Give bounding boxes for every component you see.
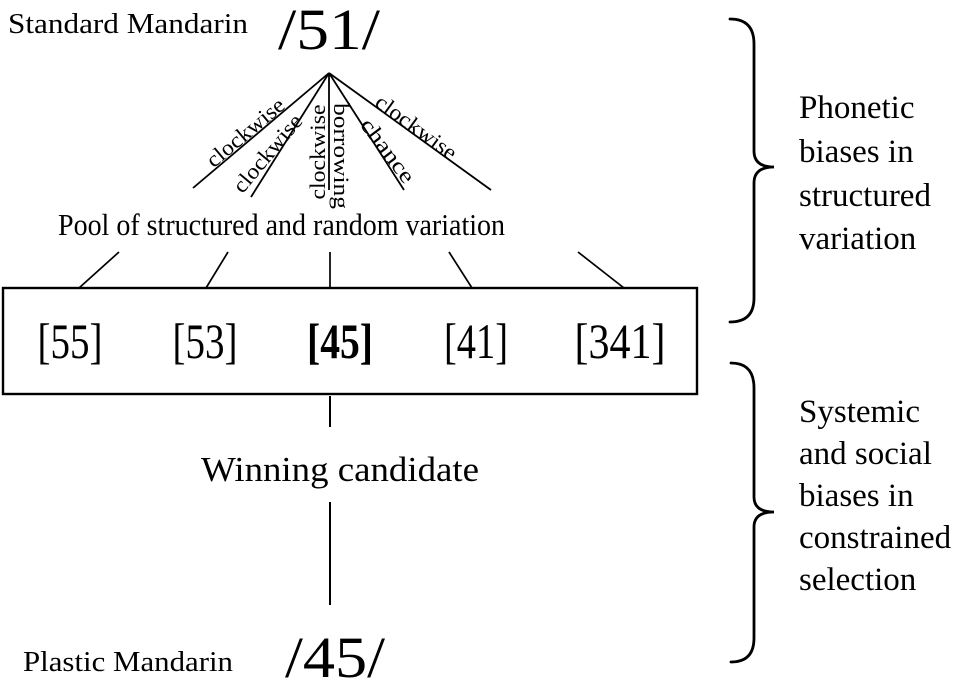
mechanism-label-borrowing: borrowing: [329, 103, 354, 209]
brace-bottom: [729, 361, 775, 664]
candidate-box: [1, 286, 699, 396]
pool-to-box-connectors: [78, 251, 625, 289]
pool-label: Pool of structured and random variation: [58, 207, 505, 242]
source-tone-value: /51/: [278, 0, 381, 62]
fan-line-1: [192, 72, 330, 189]
connector-4: [448, 251, 473, 289]
winning-candidate-label: Winning candidate: [201, 450, 479, 489]
brace-top-line-2: biases in: [799, 134, 914, 170]
mechanism-label-clockwise-3: clockwise: [305, 105, 330, 200]
brace-top-line-1: Phonetic: [799, 90, 914, 126]
candidate-341: [341]: [575, 313, 666, 369]
brace-bottom-annotation: Systemic and social biases in constraine…: [799, 394, 952, 598]
fan-line-4: [328, 72, 405, 191]
brace-top-line-3: structured: [799, 178, 931, 214]
brace-bottom-line-3: biases in: [799, 478, 914, 514]
candidate-55: [55]: [38, 313, 103, 369]
brace-top: [728, 17, 775, 324]
brace-bottom-line-4: constrained: [799, 520, 952, 556]
fan-line-5: [328, 72, 492, 191]
mechanism-fan: [192, 72, 492, 198]
connector-1: [78, 251, 120, 289]
target-tone-value: /45/: [285, 625, 386, 686]
brace-bottom-line-1: Systemic: [799, 394, 920, 430]
brace-bottom-line-5: selection: [799, 562, 916, 598]
brace-bottom-line-2: and social: [799, 436, 932, 472]
candidate-45-winner: [45]: [307, 313, 373, 369]
brace-top-annotation: Phonetic biases in structured variation: [799, 90, 931, 257]
brace-top-line-4: variation: [799, 221, 916, 257]
plastic-mandarin-label: Plastic Mandarin: [23, 646, 234, 678]
candidate-53: [53]: [173, 313, 238, 369]
fan-line-2: [250, 72, 330, 198]
connector-5: [577, 251, 625, 289]
standard-mandarin-label: Standard Mandarin: [8, 8, 249, 40]
connector-2: [205, 251, 229, 289]
candidate-41: [41]: [444, 313, 508, 369]
